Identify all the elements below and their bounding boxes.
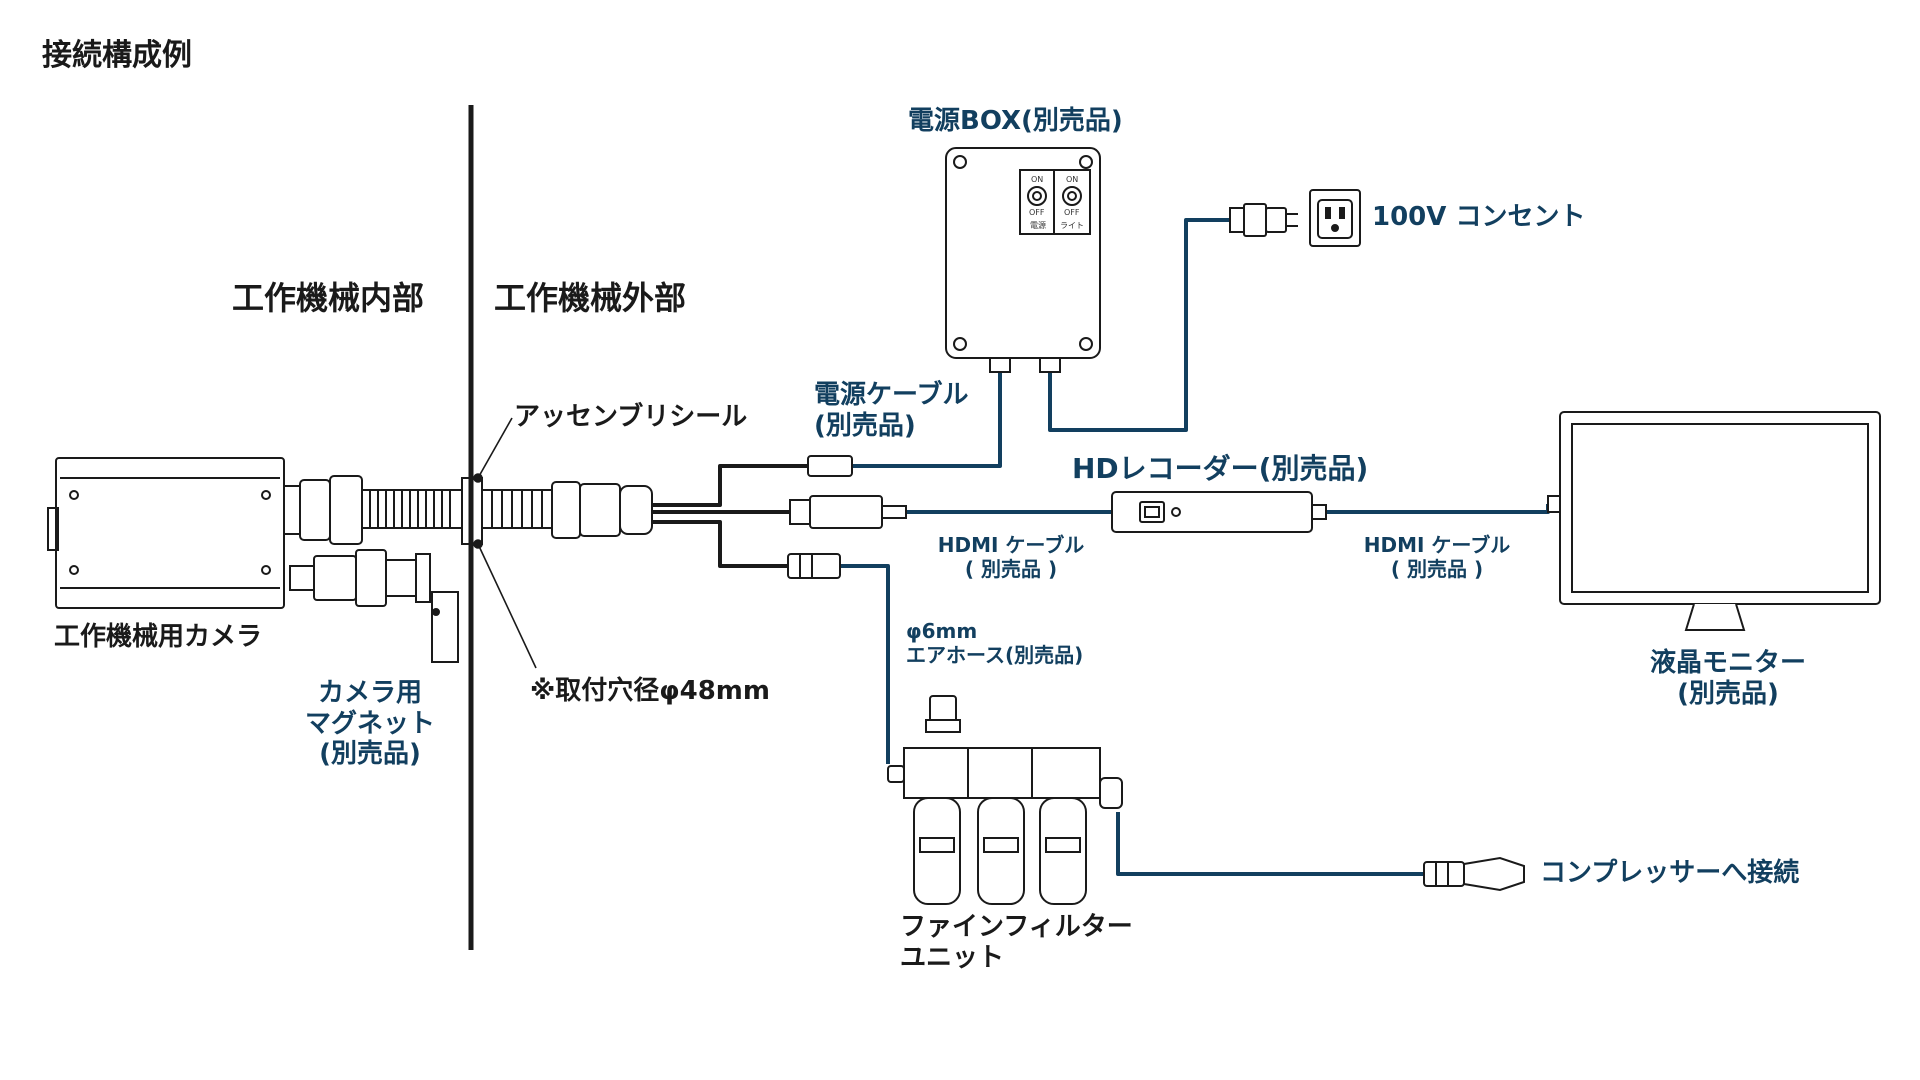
switch-left-off: OFF [1029, 208, 1045, 217]
page-title: 接続構成例 [42, 38, 192, 73]
air-hose-blue-line [840, 564, 890, 764]
power-plug [1229, 203, 1298, 237]
filter-unit-label-line-2: ユニット [900, 942, 1005, 973]
air-hose-dark-line [652, 520, 790, 568]
hdmi-cable-1-label: HDMI ケーブル ( 別売品 ) [926, 533, 1096, 581]
power-cable-blue-line [850, 372, 1002, 468]
zone-outside-label: 工作機械外部 [494, 279, 687, 317]
filter-unit-label: ファインフィルター ユニット [900, 912, 1133, 973]
air-hose-coupler [787, 553, 841, 579]
hdmi-plug-camera-body [809, 495, 883, 529]
fine-filter-unit [887, 695, 1123, 905]
hdmi-cable-1-label-line-1: HDMI ケーブル [937, 533, 1085, 557]
power-box [945, 147, 1101, 373]
switch-right-name: ライト [1060, 221, 1084, 230]
monitor-label-line-2: (別売品) [1677, 678, 1779, 709]
power-cable-label: 電源ケーブル (別売品) [814, 380, 968, 441]
compressor-label: コンプレッサーへ接続 [1540, 858, 1800, 888]
magnet-label-line-1: カメラ用 [317, 678, 422, 708]
power-cable-connector [807, 455, 853, 477]
hdmi-cable-1-label-line-2: ( 別売品 ) [964, 556, 1058, 581]
power-cable-label-line-2: (別売品) [814, 410, 916, 441]
air-hose-label: φ6mm エアホース(別売品) [906, 619, 1084, 667]
power-cable-label-line-1: 電源ケーブル [814, 380, 969, 410]
outlet-label: 100V コンセント [1372, 202, 1586, 232]
seal-label: アッセンブリシール [514, 402, 748, 432]
compressor-coupler [1423, 856, 1525, 892]
switch-left-on: ON [1031, 175, 1043, 184]
hdmi-cable-2-line [1327, 504, 1550, 514]
switch-left-name: 電源 [1030, 221, 1046, 230]
magnet-label-line-2: マグネット [304, 708, 435, 739]
hdmi-plug-camera [789, 499, 811, 525]
monitor-label: 液晶モニター (別売品) [1618, 648, 1838, 709]
air-hose-label-line-1: φ6mm [906, 619, 978, 643]
camera-label: 工作機械用カメラ [54, 622, 263, 652]
air-hose-label-line-2: エアホース(別売品) [906, 642, 1084, 667]
wall-outlet-icon [1309, 189, 1361, 247]
power-cable-line [652, 464, 810, 507]
hole-note-label: ※取付穴径φ48mm [530, 676, 770, 706]
monitor-label-line-1: 液晶モニター [1649, 648, 1806, 678]
hd-recorder-label: HDレコーダー(別売品) [1072, 452, 1369, 485]
filter-unit-label-line-1: ファインフィルター [900, 912, 1133, 942]
hdmi-cable-2-label-line-2: ( 別売品 ) [1390, 556, 1484, 581]
hdmi-cable-2-label-line-1: HDMI ケーブル [1363, 533, 1511, 557]
compressor-hose-line [1116, 812, 1424, 876]
hdmi-plug-tip [881, 505, 907, 519]
machine-camera [47, 457, 653, 663]
magnet-label: カメラ用 マグネット (別売品) [290, 678, 450, 770]
switch-right-on: ON [1066, 175, 1078, 184]
lcd-monitor [1547, 411, 1881, 631]
box-to-outlet-line [1048, 218, 1232, 432]
hdmi-cable-2-label: HDMI ケーブル ( 別売品 ) [1352, 533, 1522, 581]
switch-right-off: OFF [1064, 208, 1080, 217]
power-box-label: 電源BOX(別売品) [908, 106, 1123, 136]
zone-inside-label: 工作機械内部 [232, 279, 425, 317]
hd-recorder [1111, 491, 1327, 533]
magnet-label-line-3: (別売品) [319, 739, 421, 770]
